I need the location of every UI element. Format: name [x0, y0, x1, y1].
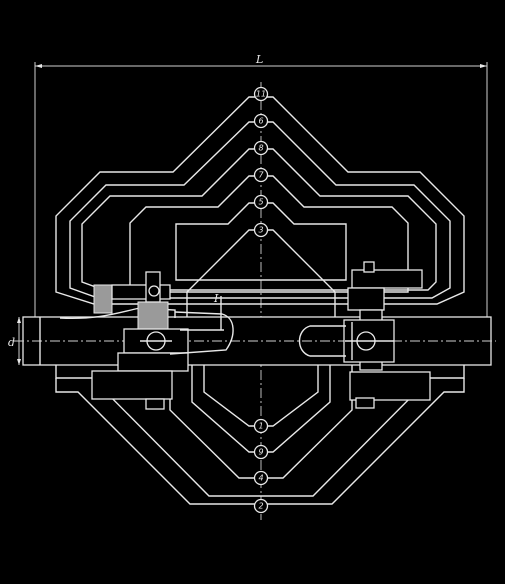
dimension-d-label: d [8, 336, 15, 349]
sling-contours [55, 96, 465, 505]
left-clamp: I [59, 271, 234, 410]
svg-text:3: 3 [258, 226, 263, 235]
balloon-8: 8 [253, 140, 269, 156]
position-balloons: 11 6 8 7 5 3 1 9 4 2 [253, 86, 269, 514]
section-mark: I [213, 292, 219, 305]
balloon-9: 9 [253, 444, 269, 460]
sling-contour-6 [69, 121, 451, 299]
svg-text:1: 1 [258, 422, 263, 431]
pipe: d [8, 316, 496, 366]
balloon-2: 2 [253, 498, 269, 514]
balloon-6: 6 [253, 113, 269, 129]
svg-text:11: 11 [256, 90, 266, 99]
balloon-5: 5 [253, 194, 269, 210]
sling-contour-7 [129, 175, 409, 293]
balloon-3: 3 [253, 222, 269, 238]
svg-text:8: 8 [258, 144, 263, 153]
balloon-11: 11 [253, 86, 269, 102]
sling-contour-11 [55, 96, 465, 305]
svg-text:9: 9 [258, 448, 263, 457]
balloon-1: 1 [253, 418, 269, 434]
dimension-L-label: L [255, 53, 263, 66]
svg-text:6: 6 [258, 117, 263, 126]
balloon-7: 7 [253, 167, 269, 183]
svg-text:7: 7 [258, 171, 264, 180]
sling-contour-2 [55, 363, 465, 497]
dimension-L: L [34, 53, 488, 325]
svg-text:4: 4 [258, 474, 263, 483]
svg-text:2: 2 [258, 502, 263, 511]
right-clamp [298, 261, 431, 409]
sling-contour-5 [175, 202, 347, 281]
sling-contour-8 [81, 148, 437, 291]
balloon-4: 4 [253, 470, 269, 486]
svg-text:5: 5 [258, 198, 263, 207]
